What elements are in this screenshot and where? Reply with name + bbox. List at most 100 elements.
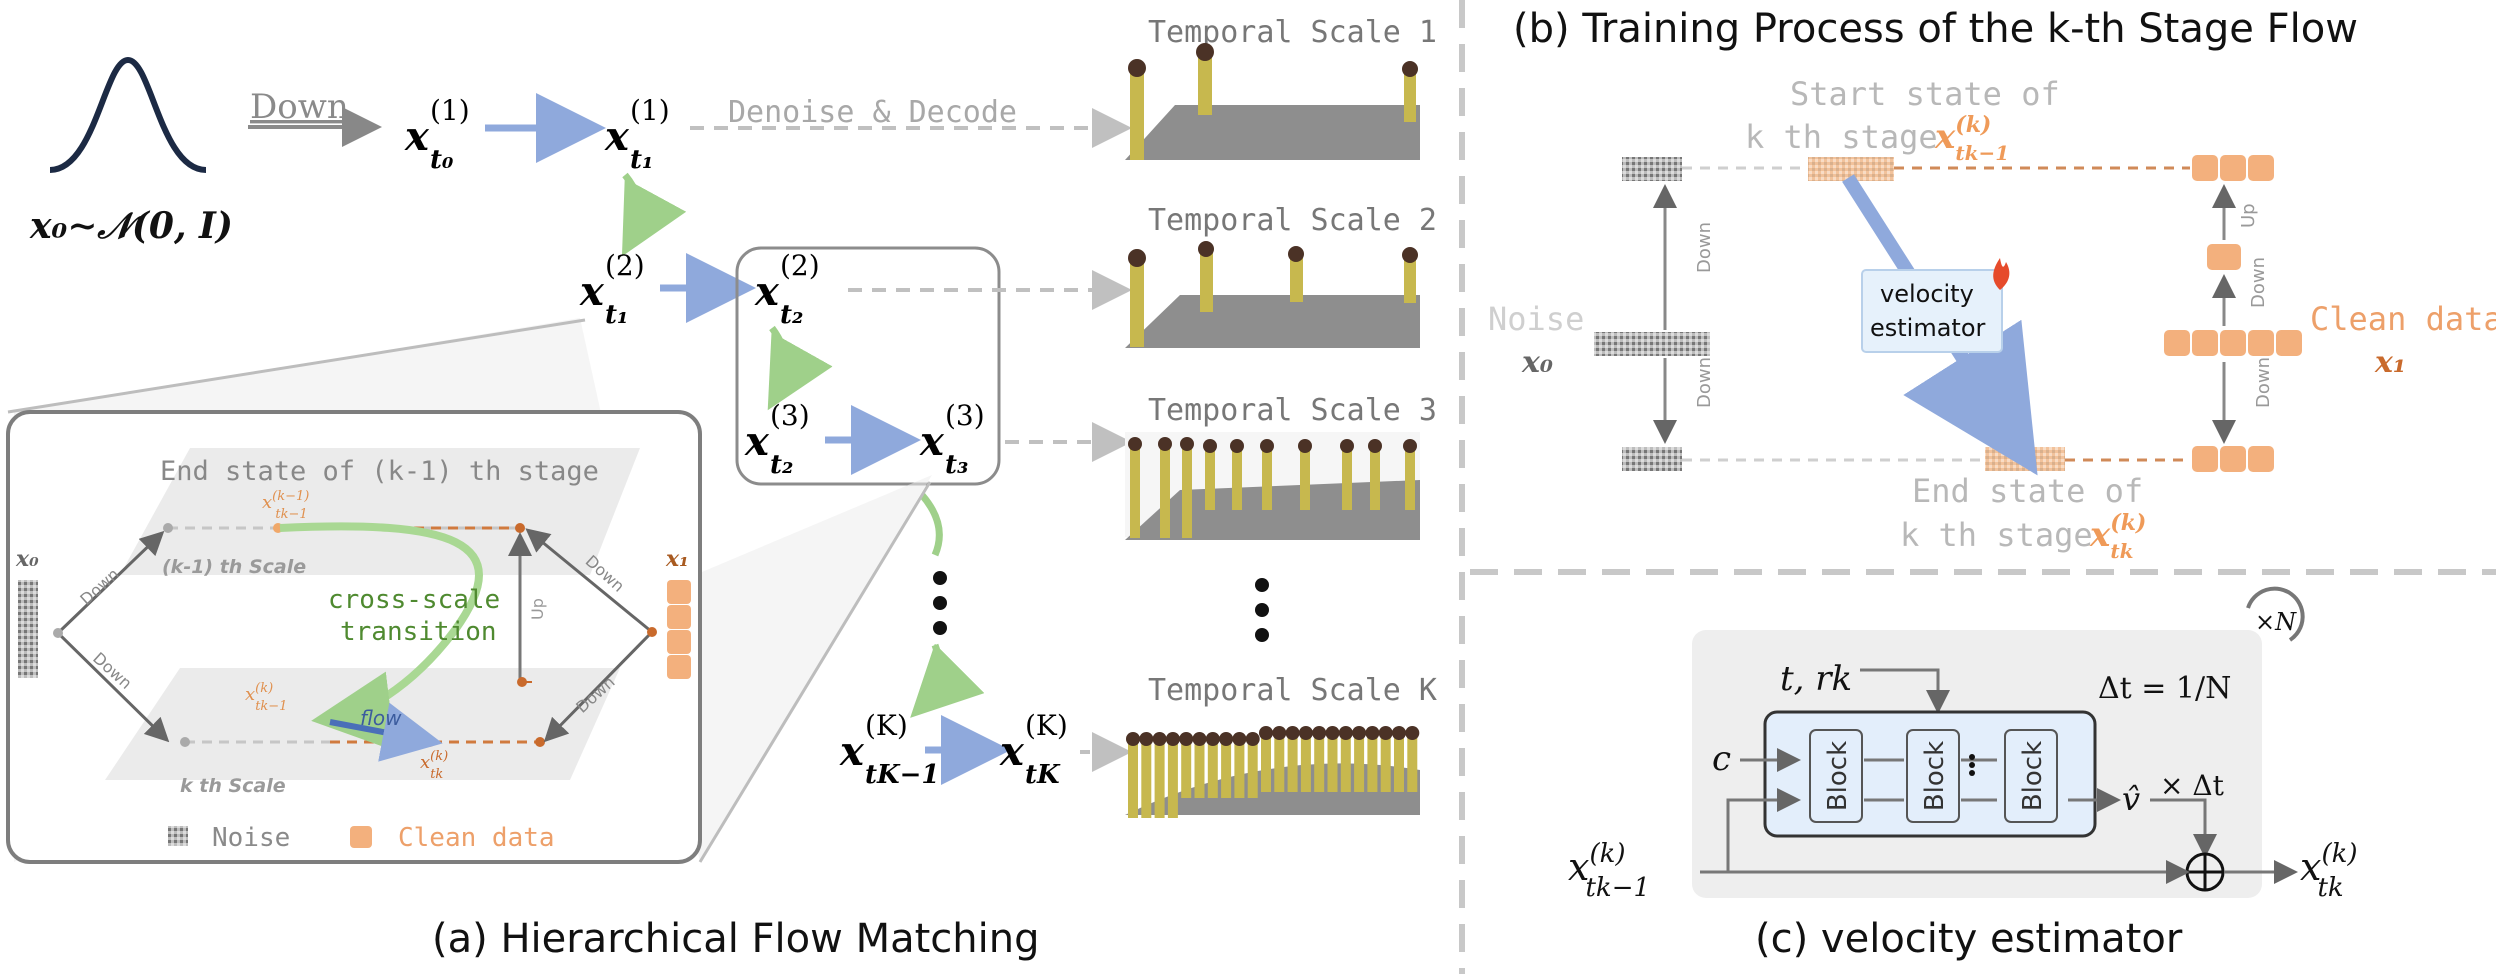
svg-text:(K): (K) (1025, 709, 1068, 742)
gaussian-label: x₀∼𝒩(0, I) (29, 205, 233, 247)
dancer-figure (1368, 439, 1382, 510)
dancer-figure (1405, 726, 1420, 792)
repeat-icon (2246, 586, 2305, 642)
temporal-scale-1-label: Temporal Scale 1 (1148, 15, 1437, 50)
svg-text:x: x (754, 268, 780, 315)
block-2 (1906, 729, 1960, 823)
zoom-line-top (7, 318, 586, 414)
svg-text:(1): (1) (630, 94, 670, 127)
inset-node (163, 523, 173, 533)
output-label: x(k)tk (2300, 839, 2357, 903)
dancer-figure (1126, 732, 1140, 818)
dancer-figure (1152, 732, 1167, 818)
svg-text:(2): (2) (780, 249, 820, 282)
temporal-scale-2-label: Temporal Scale 2 (1148, 203, 1437, 238)
upper-scale-label: (k-1) th Scale (162, 556, 306, 578)
svg-text:x: x (404, 113, 430, 160)
block-3 (2004, 729, 2058, 823)
svg-text:(K): (K) (865, 709, 908, 742)
inset-noise-strip (18, 580, 38, 678)
dancer-figure (1392, 726, 1406, 792)
down-label: Down (1694, 357, 1715, 408)
svg-text:x: x (999, 728, 1025, 775)
svg-text:(2): (2) (605, 249, 645, 282)
scale-K-image (1125, 726, 1420, 818)
noise-label: Noise (1488, 300, 1584, 338)
dancer-figure (1285, 726, 1300, 792)
legend-clean-label: Clean data (398, 823, 555, 853)
t-r-arrow (1860, 668, 1950, 714)
noise-block-middle (1594, 332, 1710, 356)
v-arrow (2150, 798, 2217, 858)
times-dt-label: × Δt (2160, 769, 2225, 802)
dancer-figure (1365, 726, 1380, 792)
node-x-t2-2: x (2) t₂ (754, 249, 820, 330)
dancer-figure (1352, 726, 1367, 792)
dancer-figure (1325, 726, 1340, 792)
scale-3-image (1125, 432, 1420, 540)
dancer-figure (1203, 439, 1217, 510)
inset-down-arrow-lower (56, 631, 170, 743)
clean-block-top (2192, 155, 2274, 181)
inset-node (535, 737, 545, 747)
inset-clean-strip (667, 580, 691, 679)
node-x-t3-3: x (3) t₃ (919, 399, 985, 480)
svg-text:t₂: t₂ (780, 300, 803, 330)
down-label: Down (2248, 257, 2269, 308)
block-ellipsis (1969, 754, 1975, 760)
svg-text:t₀: t₀ (430, 145, 454, 175)
inset-right-down-upper (525, 528, 653, 634)
node-x-t2-3: x (3) t₂ (744, 399, 810, 480)
dancer-figure (1312, 726, 1327, 792)
dancer-figure (1259, 726, 1273, 792)
dancer-figure (1298, 439, 1312, 510)
down-label: Down (2253, 357, 2274, 408)
block-ellipsis (1969, 762, 1975, 768)
lower-scale-label: k th Scale (180, 775, 286, 797)
svg-text:(1): (1) (430, 94, 470, 127)
inset-right-down-lower (543, 630, 654, 743)
inset-x1-label: x₁ (665, 546, 689, 572)
inset-flow-arrow (329, 702, 443, 762)
block-label: Block (1823, 741, 1853, 811)
caption-c: (c) velocity estimator (1755, 916, 2183, 962)
svg-text:(3): (3) (770, 399, 810, 432)
c-label: c (1712, 739, 1731, 779)
gaussian-curve (49, 56, 207, 173)
start-state-var: x(k)tk−1 (1934, 112, 2009, 165)
legend-noise-label: Noise (212, 823, 290, 853)
inset-node (517, 677, 527, 687)
node-x-t1-2: x (2) t₁ (579, 249, 645, 330)
dancer-figure (1158, 437, 1172, 538)
inset-node (425, 737, 435, 747)
temporal-scale-3-label: Temporal Scale 3 (1148, 393, 1437, 428)
dancer-figure (1219, 732, 1234, 798)
end-state-line-1: End state of (1912, 472, 2143, 510)
clean-block-bottom (2192, 446, 2274, 472)
v-hat-label: v̂ (2122, 780, 2140, 818)
velocity-estimator-label-2: estimator (1870, 314, 1986, 342)
noise-var: x₀ (1521, 345, 1553, 380)
svg-text:t₁: t₁ (630, 145, 653, 175)
t-r-label: t, rk (1780, 659, 1852, 699)
dancer-figure (1232, 732, 1247, 798)
legend-clean-icon (350, 826, 372, 848)
up-label: Up (2238, 203, 2259, 228)
svg-text:t₃: t₃ (945, 450, 968, 480)
down-label-top: Down (250, 87, 349, 127)
end-state-block (1985, 447, 2065, 471)
panel-b-title: (b) Training Process of the k-th Stage F… (1513, 6, 2358, 52)
ellipsis-dot (1255, 603, 1269, 617)
cross-scale-arrow-4 (910, 643, 985, 718)
cross-scale-arrow-1 (621, 172, 687, 257)
input-to-blocks (1726, 788, 1801, 872)
block-label: Block (2018, 741, 2048, 811)
temporal-scale-K-label: Temporal Scale K (1148, 673, 1437, 708)
denoise-label: Denoise & Decode (728, 95, 1017, 130)
noise-block-bottom (1622, 447, 1682, 471)
dancer-figure (1128, 437, 1142, 538)
cross-scale-arrow-2 (767, 325, 833, 411)
transition-label-2: transition (340, 617, 497, 647)
caption-a: (a) Hierarchical Flow Matching (432, 916, 1039, 962)
